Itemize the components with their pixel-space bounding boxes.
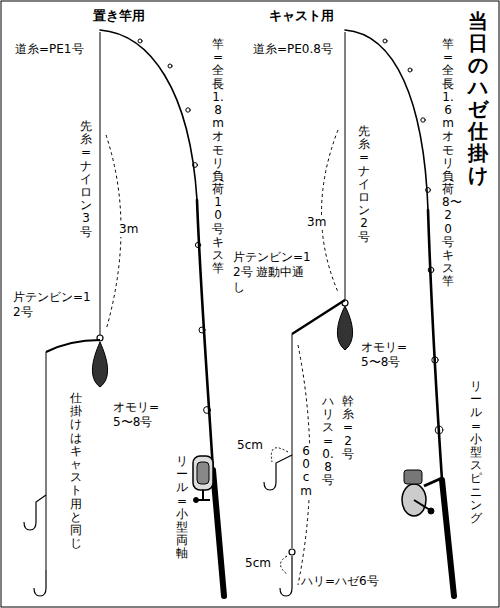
length-label: 5cm	[244, 556, 272, 571]
leader-label: 先糸=ナイロン2号	[358, 125, 370, 244]
title: 当日のハゼ仕掛け	[468, 10, 488, 186]
hook-label: ハリ=ハゼ6号	[300, 574, 380, 589]
rig-note: 仕掛けはキャスト用と同じ	[70, 392, 82, 550]
reel-label: リール=小型スピニング	[470, 380, 482, 525]
length-label: 5cm	[236, 438, 264, 453]
length-label: 3m	[118, 222, 139, 237]
right-rod	[345, 30, 454, 596]
spinning-reel	[402, 470, 442, 516]
sinker-label: オモリ=5〜8号	[360, 340, 418, 370]
left-rod	[100, 30, 224, 596]
tenbin-label: 片テンビン=12号	[12, 290, 94, 320]
tenbin-label: 片テンビン=12号 遊動中通し	[232, 250, 314, 295]
line-label: 道糸=PE0.8号	[252, 42, 334, 57]
bait-casting-reel	[193, 456, 213, 503]
leader-label: 先糸=ナイロン3号	[80, 120, 92, 239]
right-sinker	[337, 306, 352, 350]
length-label: 3m	[306, 215, 327, 230]
section-heading: 置き竿用	[92, 8, 146, 24]
branch-line-label: ハリス=0.8号	[322, 395, 334, 487]
line-label: 道糸=PE1号	[14, 42, 85, 57]
trunk-line-label: 幹糸=2号	[342, 395, 354, 461]
right-line	[264, 32, 348, 596]
section-heading: キャスト用	[268, 8, 335, 24]
rod-label: 竿=全長1.8m オモリ負荷10号 キス竿	[212, 38, 224, 275]
sinker-label: オモリ=5〜8号	[112, 400, 170, 430]
left-sinker	[92, 342, 107, 387]
rod-label: 竿=全長1.6m オモリ負荷8〜20号 キス竿	[442, 38, 454, 289]
reel-label: リール=小型両軸	[176, 455, 188, 561]
length-label: 60cm	[300, 445, 312, 498]
